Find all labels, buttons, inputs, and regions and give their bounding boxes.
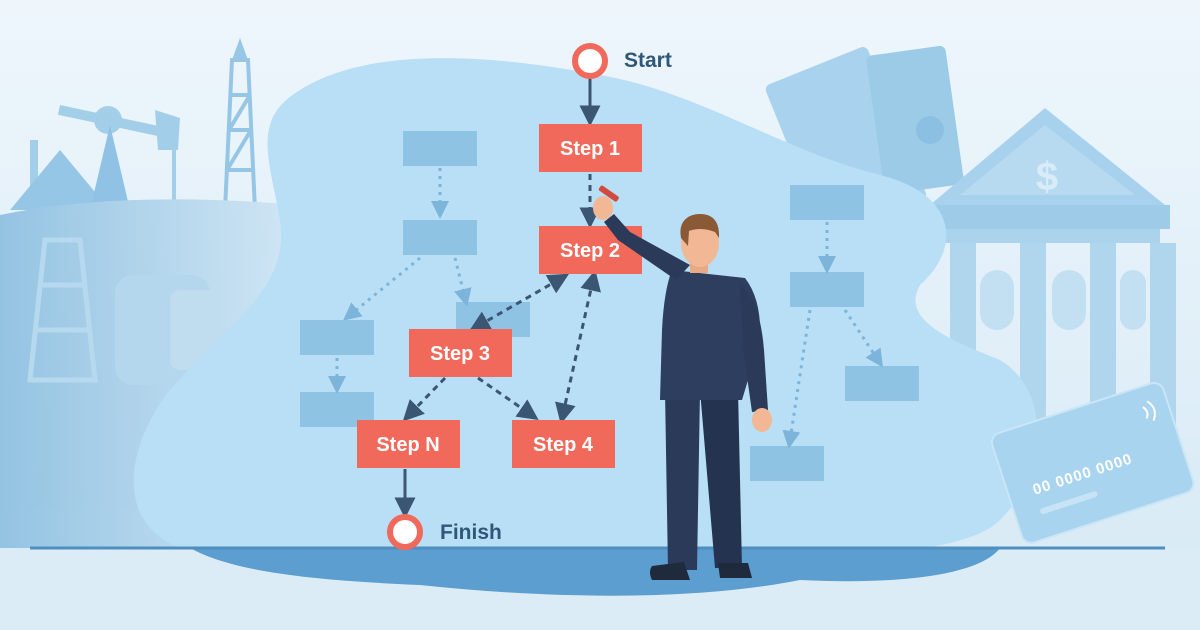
- step-3-label: Step 3: [430, 343, 490, 365]
- step-4-box: Step 4: [512, 420, 615, 468]
- ghost-box: [403, 131, 477, 166]
- ghost-box: [300, 320, 374, 355]
- ghost-arrows: [328, 168, 883, 449]
- step-3-box: Step 3: [409, 329, 512, 377]
- start-label: Start: [624, 49, 672, 72]
- ghost-box: [750, 446, 824, 481]
- credit-card: 00 0000 0000: [990, 381, 1195, 544]
- flow-arrows: [394, 78, 601, 519]
- arrow-step3-to-stepN: [402, 376, 447, 422]
- start-node: Start: [572, 43, 672, 79]
- floor-puddle: [190, 548, 1000, 596]
- arrow-step2-step4: [555, 269, 601, 425]
- businessman-figure: [593, 185, 772, 580]
- ghost-box: [790, 185, 864, 220]
- contactless-icon: [1142, 400, 1156, 421]
- step-n-label: Step N: [376, 434, 439, 456]
- finish-label: Finish: [440, 521, 502, 544]
- step-n-box: Step N: [357, 420, 460, 468]
- ghost-box: [845, 366, 919, 401]
- bank-building: $: [925, 108, 1176, 473]
- ghost-flowchart: [300, 131, 919, 481]
- ghost-box: [403, 220, 477, 255]
- ghost-box: [790, 272, 864, 307]
- step-1-box: Step 1: [539, 124, 642, 172]
- finish-node: Finish: [387, 514, 502, 550]
- step-1-label: Step 1: [560, 138, 620, 160]
- step-4-label: Step 4: [533, 434, 594, 456]
- arrow-step2-step3: [468, 273, 570, 332]
- step-2-label: Step 2: [560, 240, 620, 262]
- dollar-sign-icon: $: [1036, 155, 1058, 199]
